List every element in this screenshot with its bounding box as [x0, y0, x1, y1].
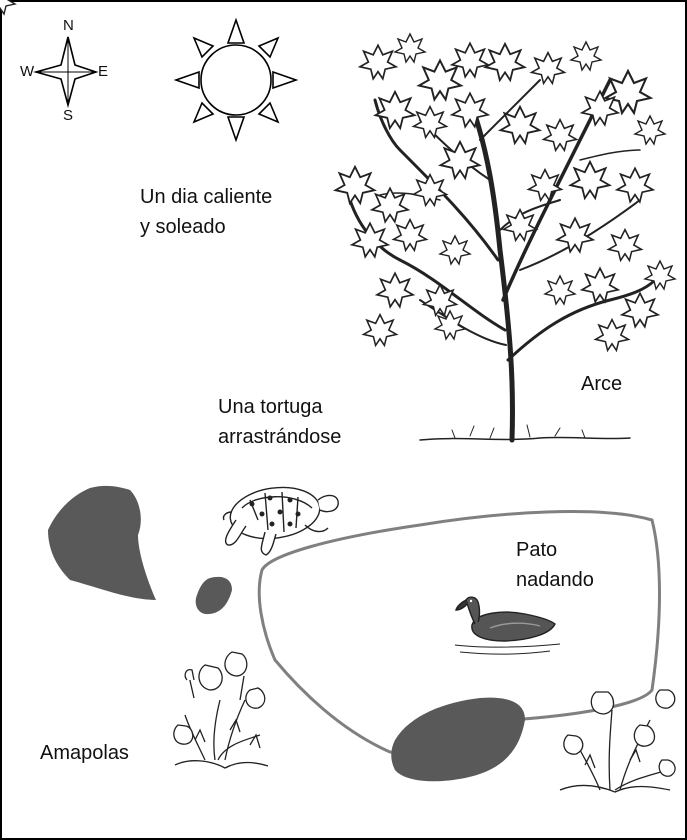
sun-caption: Un dia caliente y soleado	[140, 182, 272, 242]
rock-small	[195, 576, 232, 615]
turtle-caption-line2: arrastrándose	[218, 426, 342, 448]
sun-caption-line1: Un dia caliente	[140, 186, 273, 208]
rock-bottom	[391, 697, 525, 782]
tree-caption: Arce	[581, 373, 623, 395]
pond-outline	[257, 510, 661, 755]
rock-left	[48, 485, 156, 600]
duck-caption-line1: Pato	[516, 539, 558, 561]
sun-icon	[173, 17, 299, 143]
compass-east-label: E	[98, 63, 109, 80]
turtle-caption: Una tortuga arrastrándose	[218, 392, 341, 452]
compass-north-label: N	[63, 17, 74, 34]
compass-south-label: S	[63, 107, 74, 124]
poppy-flowers-icon	[173, 651, 269, 769]
turtle-icon	[222, 486, 339, 556]
maple-leaves	[0, 0, 676, 352]
flowers-caption: Amapolas	[40, 742, 129, 764]
turtle-caption-line1: Una tortuga	[218, 396, 323, 418]
duck-caption-line2: nadando	[516, 569, 594, 591]
compass-west-label: W	[20, 63, 35, 80]
duck-caption: Pato nadando	[516, 535, 594, 595]
compass-rose-icon	[33, 36, 99, 109]
duck-icon	[454, 596, 561, 655]
poppy-flowers-icon-right	[559, 689, 676, 793]
sun-caption-line2: y soleado	[140, 216, 226, 238]
